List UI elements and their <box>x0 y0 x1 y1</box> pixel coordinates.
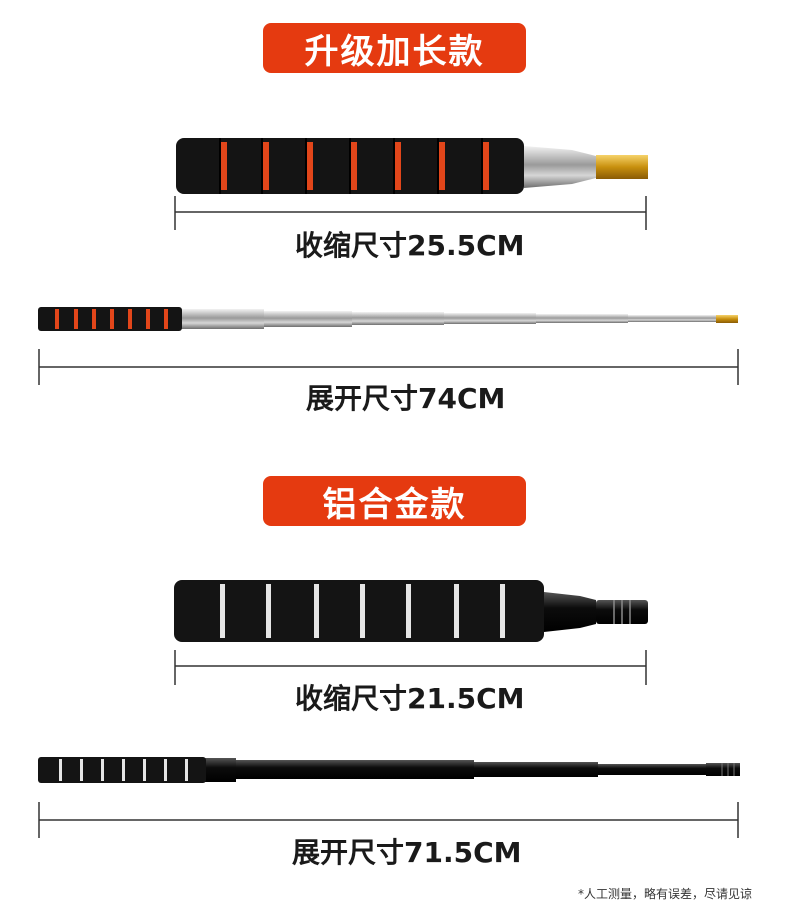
measurement-disclaimer: *人工测量，略有误差，尽请见谅 <box>577 887 752 901</box>
extended-pole-upgraded <box>38 307 738 331</box>
dimension-line-extended-2 <box>38 802 739 838</box>
section-title-upgraded: 升级加长款 <box>263 23 526 73</box>
section-title-aluminium: 铝合金款 <box>263 476 526 526</box>
extended-pole-aluminium <box>38 757 740 783</box>
collapsed-pole-aluminium <box>174 580 648 642</box>
extended-size-label-upgraded: 展开尺寸74CM <box>306 382 506 415</box>
collapsed-size-label-upgraded: 收缩尺寸25.5CM <box>295 229 525 262</box>
dimension-line-extended-1 <box>38 349 739 385</box>
collapsed-size-label-aluminium: 收缩尺寸21.5CM <box>295 682 525 715</box>
collapsed-pole-upgraded <box>176 138 648 194</box>
dimension-line-collapsed-1 <box>174 196 647 230</box>
dimension-line-collapsed-2 <box>174 650 647 685</box>
extended-size-label-aluminium: 展开尺寸71.5CM <box>292 836 522 869</box>
